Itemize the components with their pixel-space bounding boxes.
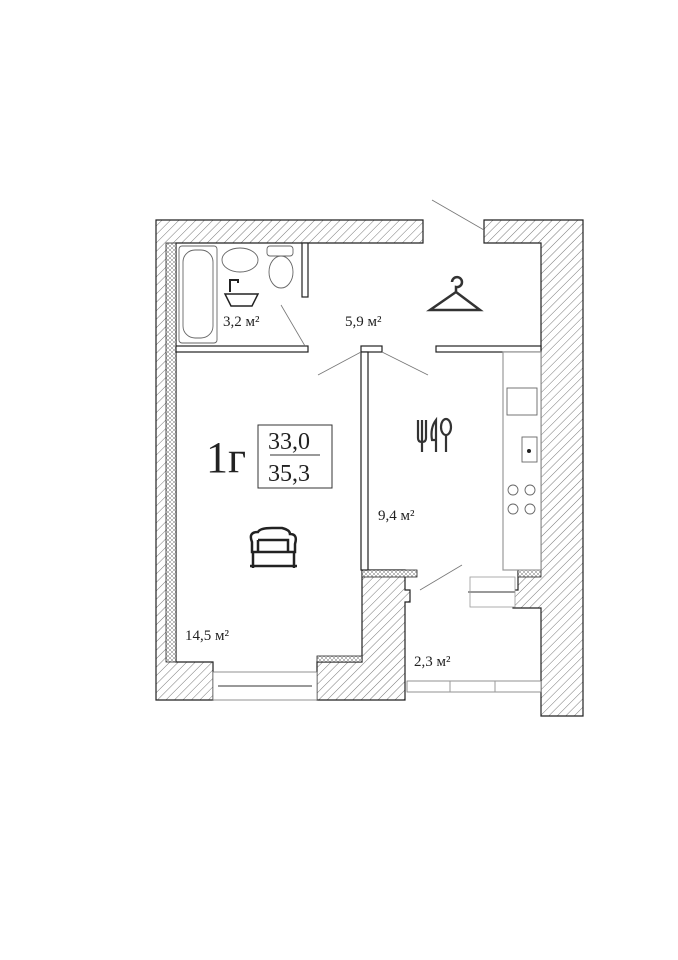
balcony-area: 2,3 м² — [414, 654, 451, 670]
hallway-area: 5,9 м² — [345, 314, 382, 330]
stove-icon — [506, 387, 538, 515]
hanger-icon — [425, 275, 484, 312]
area-summary-box: 33,0 35,3 — [257, 424, 333, 489]
sofa-icon — [249, 526, 298, 568]
toilet-icon — [266, 245, 294, 289]
kitchen-area: 9,4 м² — [378, 508, 415, 524]
total-area-value: 35,3 — [268, 461, 310, 487]
apartment-type-label: 1г — [206, 433, 246, 482]
sink-icon — [221, 247, 260, 307]
living-area-value: 33,0 — [268, 429, 310, 455]
bathtub-icon — [178, 245, 218, 344]
living-room-area: 14,5 м² — [185, 628, 229, 644]
cutlery-icon — [416, 416, 453, 452]
bathroom-area: 3,2 м² — [223, 314, 260, 330]
inner-walls — [175, 242, 542, 571]
door-swings — [280, 199, 485, 591]
windows — [212, 576, 542, 701]
